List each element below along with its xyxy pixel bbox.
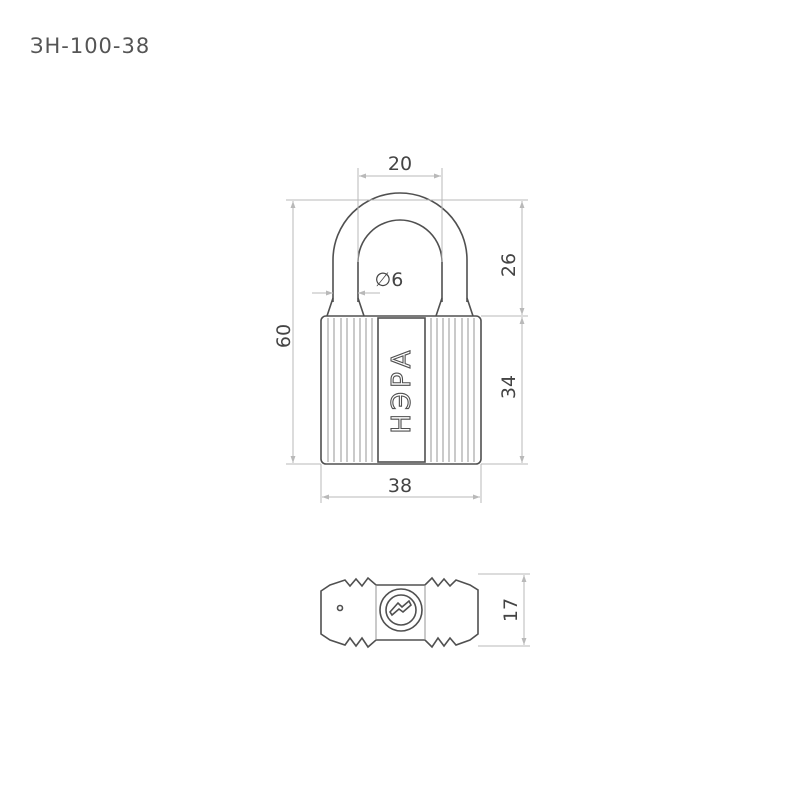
dim-shackle-height: 26 <box>400 199 528 317</box>
svg-text:26: 26 <box>498 253 520 277</box>
dim-shackle-width: 20 <box>357 153 443 262</box>
svg-text:34: 34 <box>498 375 520 399</box>
keyhole-icon <box>388 599 412 617</box>
dim-body-thickness: 17 <box>478 573 530 647</box>
bottom-view <box>320 576 479 649</box>
svg-text:20: 20 <box>388 153 412 175</box>
model-code-title: ЗН-100-38 <box>30 34 151 58</box>
dim-body-height: 34 <box>481 317 528 465</box>
dim-body-width: 38 <box>320 464 482 503</box>
cylinder-outer <box>379 588 423 632</box>
svg-text:38: 38 <box>388 475 412 497</box>
lock-body: НЭРА <box>320 315 482 465</box>
shackle <box>326 192 474 317</box>
svg-text:17: 17 <box>500 598 522 622</box>
dim-shackle-diameter: ∅6 <box>312 269 404 296</box>
dim-total-height: 60 <box>273 199 400 465</box>
svg-text:60: 60 <box>273 324 295 348</box>
svg-text:∅6: ∅6 <box>375 269 404 291</box>
drain-hole <box>336 604 344 612</box>
right-ribs <box>430 318 475 462</box>
cylinder-inner <box>385 594 417 626</box>
left-ribs <box>327 318 373 462</box>
brand-mark: НЭРА <box>387 346 417 433</box>
